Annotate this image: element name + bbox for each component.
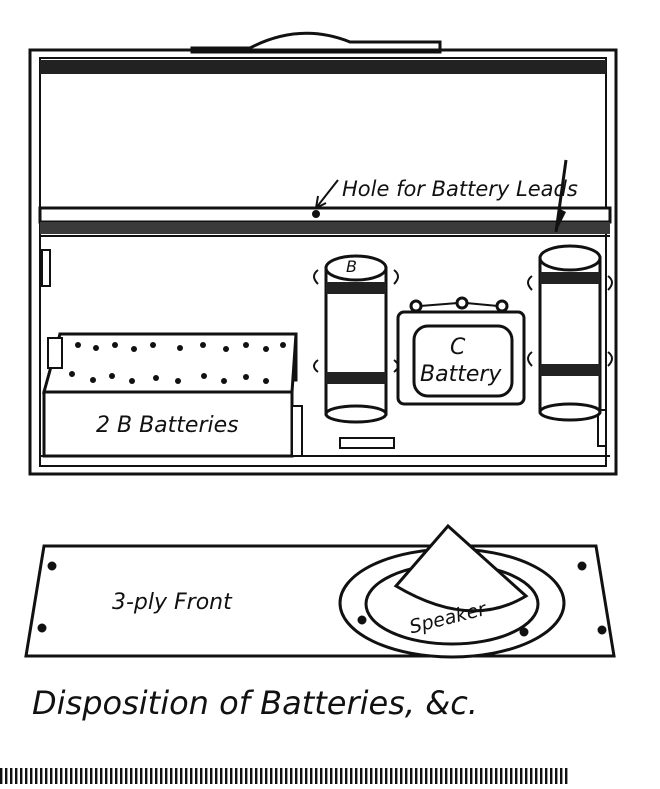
cell-left-mark: B bbox=[346, 257, 357, 276]
floor-plate bbox=[339, 437, 395, 449]
b-batteries-label: 2 B Batteries bbox=[96, 413, 239, 438]
c-battery-box bbox=[396, 296, 526, 406]
c-battery-label-line1: C bbox=[450, 335, 466, 360]
case-handle bbox=[190, 31, 442, 54]
hole-pointer-arrow bbox=[315, 179, 339, 209]
bottom-hatched-rule bbox=[0, 768, 568, 784]
front-label: 3-ply Front bbox=[112, 590, 233, 615]
speaker bbox=[338, 523, 566, 659]
battery-lead-hole bbox=[312, 159, 568, 233]
case-outer-frame bbox=[28, 48, 618, 476]
c-battery-label-line2: Battery bbox=[420, 362, 502, 387]
shelf bbox=[38, 206, 612, 224]
b-batteries-box bbox=[42, 332, 303, 458]
cabinet bbox=[28, 31, 618, 476]
b-battery-terminals bbox=[69, 342, 286, 384]
hole-label: Hole for Battery Leads bbox=[342, 177, 578, 201]
cylinder-cell-right bbox=[527, 244, 613, 422]
diagram-caption: Disposition of Batteries, &c. bbox=[32, 684, 478, 722]
case-top-lip bbox=[40, 60, 606, 74]
cylinder-cell-left bbox=[313, 254, 399, 424]
